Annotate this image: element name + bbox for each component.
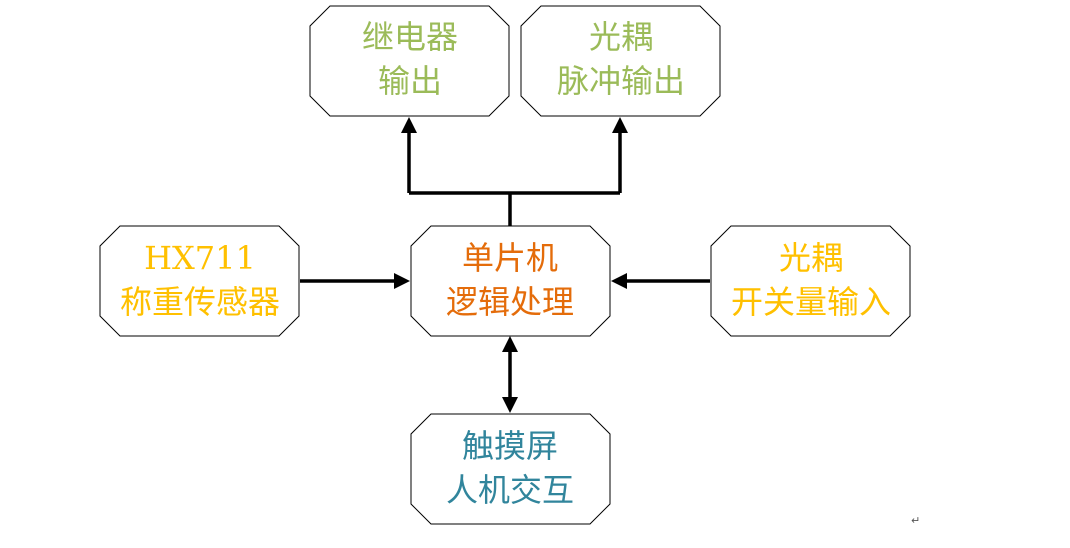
mcu-logic-label-1: 单片机 (462, 239, 558, 277)
arrowhead-to-relay (401, 117, 417, 133)
arrowhead-up-to-mcu (502, 336, 518, 352)
arrowhead-to-mcu-left (394, 273, 410, 289)
optocoupler-pulse-output-box (520, 5, 721, 117)
touchscreen-hmi-label-2: 人机交互 (446, 471, 574, 509)
hx711-sensor-label-2: 称重传感器 (120, 283, 280, 321)
arrowhead-down-to-touchscreen (502, 397, 518, 413)
relay-output-label-1: 继电器 (362, 18, 458, 56)
hx711-sensor-box (99, 225, 300, 337)
hx711-sensor-label-1: HX711 (144, 239, 256, 277)
mcu-logic-box (410, 225, 611, 337)
arrowhead-to-optocoupler-out (612, 117, 628, 133)
node-hx711-sensor: HX711 称重传感器 (99, 225, 300, 337)
connector-mcu-to-outputs (407, 133, 622, 226)
node-relay-output: 继电器 输出 (309, 5, 510, 117)
node-optocoupler-switch-input: 光耦 开关量输入 (710, 225, 911, 337)
node-optocoupler-pulse-output: 光耦 脉冲输出 (520, 5, 721, 117)
node-touchscreen-hmi: 触摸屏 人机交互 (410, 413, 611, 525)
optocoupler-pulse-output-label-2: 脉冲输出 (557, 62, 685, 100)
relay-output-box (309, 5, 510, 117)
touchscreen-hmi-box (410, 413, 611, 525)
relay-output-label-2: 输出 (378, 62, 442, 100)
optocoupler-switch-input-label-1: 光耦 (779, 239, 843, 277)
optocoupler-pulse-output-label-1: 光耦 (589, 18, 653, 56)
optocoupler-switch-input-label-2: 开关量输入 (731, 283, 891, 321)
connectors (300, 117, 710, 413)
mcu-logic-label-2: 逻辑处理 (446, 283, 574, 321)
touchscreen-hmi-label-1: 触摸屏 (462, 427, 558, 465)
arrowhead-to-mcu-right (611, 273, 627, 289)
paragraph-mark: ↵ (911, 514, 920, 527)
node-mcu-logic: 单片机 逻辑处理 (410, 225, 611, 337)
optocoupler-switch-input-box (710, 225, 911, 337)
